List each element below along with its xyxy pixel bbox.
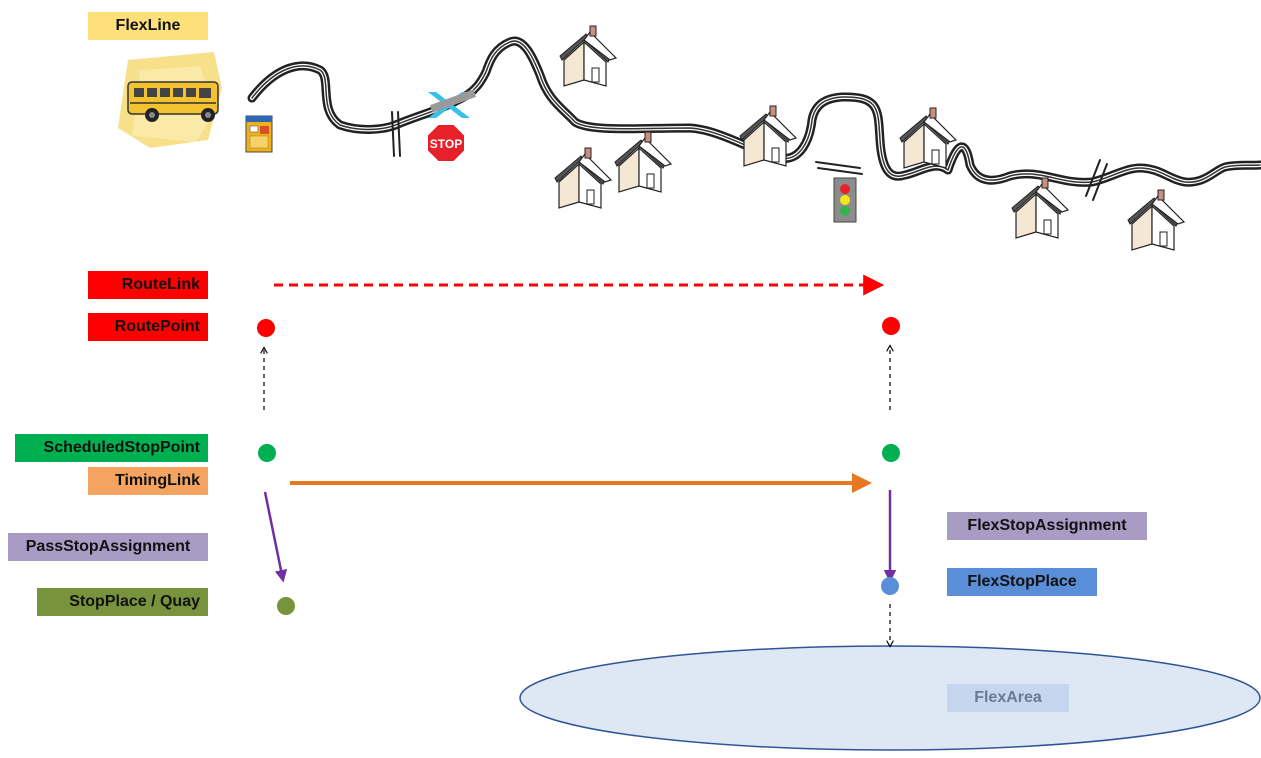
timing-link-label: TimingLink xyxy=(88,467,208,495)
flex-stop-place-label: FlexStopPlace xyxy=(947,568,1097,596)
route-point-label: RoutePoint xyxy=(88,313,208,341)
house-icon xyxy=(1011,177,1069,239)
flex-stop-place-point xyxy=(881,577,899,595)
stop-sign-icon: STOP xyxy=(426,123,466,163)
route-point-left xyxy=(257,319,275,337)
route-link-label: RouteLink xyxy=(88,271,208,299)
flex-area-label: FlexArea xyxy=(947,684,1069,712)
stop-place-quay-label: StopPlace / Quay xyxy=(37,588,208,616)
flex-stop-assignment-label: FlexStopAssignment xyxy=(947,512,1147,540)
scheduled-stop-point-right xyxy=(882,444,900,462)
route-point-right xyxy=(882,317,900,335)
road xyxy=(247,36,1261,201)
pass-stop-assignment-arrow xyxy=(263,491,288,583)
stop-place-point xyxy=(277,597,295,615)
scheduled-stop-point-left xyxy=(258,444,276,462)
house-icon xyxy=(554,147,612,209)
traffic-light-icon xyxy=(833,177,857,223)
ticket-machine-icon xyxy=(245,115,273,153)
pass-stop-assignment-label: PassStopAssignment xyxy=(8,533,208,561)
house-icon xyxy=(559,25,617,87)
scheduled-stop-point-label: ScheduledStopPoint xyxy=(15,434,208,462)
flexline-label: FlexLine xyxy=(88,12,208,40)
stop-sign-text: STOP xyxy=(430,137,462,151)
railway-crossing-icon xyxy=(428,89,476,118)
house-icon xyxy=(614,131,672,193)
school-bus-icon xyxy=(118,52,222,148)
house-icon xyxy=(1127,189,1185,251)
flex-area-ellipse xyxy=(519,645,1261,751)
